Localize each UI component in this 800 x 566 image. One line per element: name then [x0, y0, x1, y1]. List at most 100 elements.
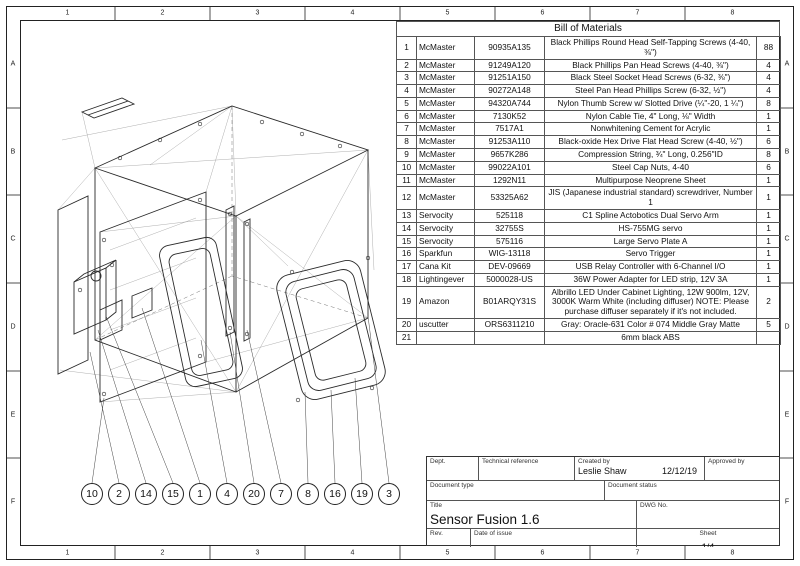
bom-cell-qty: 1	[756, 173, 781, 188]
frame-coordinate-label: 6	[540, 9, 545, 17]
frame-coordinate-label: 6	[540, 549, 545, 557]
technical-reference-label: Technical reference	[482, 458, 539, 465]
frame-coordinate-label: 7	[635, 9, 640, 17]
bom-cell-qty: 1	[756, 272, 781, 287]
bom-cell-num: 6	[396, 109, 417, 124]
bom-cell-part	[474, 330, 545, 345]
bom-cell-desc: Multipurpose Neoprene Sheet	[544, 173, 757, 188]
document-type-label: Document type	[430, 482, 474, 489]
frame-coordinate-label: B	[784, 148, 790, 155]
bom-cell-part: 53325A62	[474, 186, 545, 210]
titleblock-technical-reference-cell: Technical reference	[479, 457, 575, 480]
part-balloon: 16	[324, 483, 346, 505]
bom-cell-num: 19	[396, 285, 417, 319]
bom-cell-desc: HS-755MG servo	[544, 221, 757, 236]
bom-cell-num: 1	[396, 36, 417, 60]
bom-cell-num: 16	[396, 247, 417, 262]
created-by-label: Created by	[578, 458, 610, 465]
bom-cell-vendor: McMaster	[416, 84, 475, 98]
part-balloon: 2	[108, 483, 130, 505]
bom-cell-desc: Black Phillips Pan Head Screws (4-40, ⅜"…	[544, 58, 757, 73]
part-balloon: 4	[216, 483, 238, 505]
frame-coordinate-label: F	[784, 498, 790, 506]
bom-cell-desc: JIS (Japanese industrial standard) screw…	[544, 186, 757, 210]
bom-cell-part: 7517A1	[474, 122, 545, 137]
bom-cell-vendor: McMaster	[416, 36, 475, 60]
bom-cell-part: 91253A110	[474, 135, 545, 150]
drawing-title: Sensor Fusion 1.6	[430, 512, 540, 527]
frame-coordinate-label: D	[10, 323, 16, 331]
bom-cell-desc: Large Servo Plate A	[544, 234, 757, 249]
bom-cell-desc: Steel Cap Nuts, 4-40	[544, 160, 757, 175]
bom-title: Bill of Materials	[396, 21, 780, 36]
bom-cell-part: 90935A135	[474, 36, 545, 60]
bom-cell-num: 17	[396, 260, 417, 274]
bom-cell-vendor: Cana Kit	[416, 260, 475, 274]
frame-coordinate-label: 3	[255, 9, 260, 17]
bom-cell-num: 18	[396, 272, 417, 287]
part-balloon: 7	[270, 483, 292, 505]
part-balloon: 19	[351, 483, 373, 505]
bom-cell-num: 11	[396, 173, 417, 188]
bom-cell-part: 32755S	[474, 221, 545, 236]
part-balloon: 20	[243, 483, 265, 505]
frame-coordinate-label: 1	[65, 549, 70, 557]
bom-cell-qty: 1	[756, 109, 781, 124]
title-label: Title	[430, 502, 443, 509]
bom-cell-vendor: Servocity	[416, 221, 475, 236]
bom-cell-vendor	[416, 330, 475, 345]
bom-cell-desc: Compression String, ¾" Long, 0.256"ID	[544, 148, 757, 162]
bom-cell-desc: 6mm black ABS	[544, 330, 757, 345]
bom-cell-qty: 8	[756, 96, 781, 111]
bom-cell-qty: 1	[756, 260, 781, 274]
bom-cell-part: 1292N11	[474, 173, 545, 188]
titleblock-rev-cell: Rev.	[427, 529, 471, 547]
bom-cell-desc: 36W Power Adapter for LED strip, 12V 3A	[544, 272, 757, 287]
frame-coordinate-label: 2	[160, 9, 165, 17]
bom-cell-qty: 2	[756, 285, 781, 319]
bom-cell-num: 20	[396, 317, 417, 332]
approved-by-label: Approved by	[708, 458, 745, 465]
bom-cell-vendor: Servocity	[416, 208, 475, 223]
frame-coordinate-label: 1	[65, 9, 70, 17]
bom-cell-desc: Black-oxide Hex Drive Flat Head Screw (4…	[544, 135, 757, 150]
date-of-issue-label: Date of issue	[474, 530, 512, 537]
part-balloon: 8	[297, 483, 319, 505]
bom-cell-part: 91249A120	[474, 58, 545, 73]
bom-cell-part: 94320A744	[474, 96, 545, 111]
bom-cell-vendor: McMaster	[416, 122, 475, 137]
frame-coordinate-label: F	[10, 498, 16, 506]
bom-cell-qty: 4	[756, 71, 781, 86]
bom-cell-vendor: McMaster	[416, 71, 475, 86]
titleblock-title-cell: Title Sensor Fusion 1.6	[427, 501, 637, 528]
bom-cell-qty: 6	[756, 135, 781, 150]
frame-coordinate-label: 5	[445, 9, 450, 17]
bom-cell-part: 90272A148	[474, 84, 545, 98]
frame-coordinate-label: A	[784, 60, 790, 68]
bom-cell-vendor: Sparkfun	[416, 247, 475, 262]
sheet-label: Sheet	[699, 530, 717, 537]
titleblock-sheet-cell: Sheet 1/4	[637, 529, 779, 547]
bom-cell-qty: 1	[756, 122, 781, 137]
bom-cell-part: ORS6311210	[474, 317, 545, 332]
bom-cell-num: 10	[396, 160, 417, 175]
bom-cell-vendor: McMaster	[416, 58, 475, 73]
bom-cell-vendor: Servocity	[416, 234, 475, 249]
